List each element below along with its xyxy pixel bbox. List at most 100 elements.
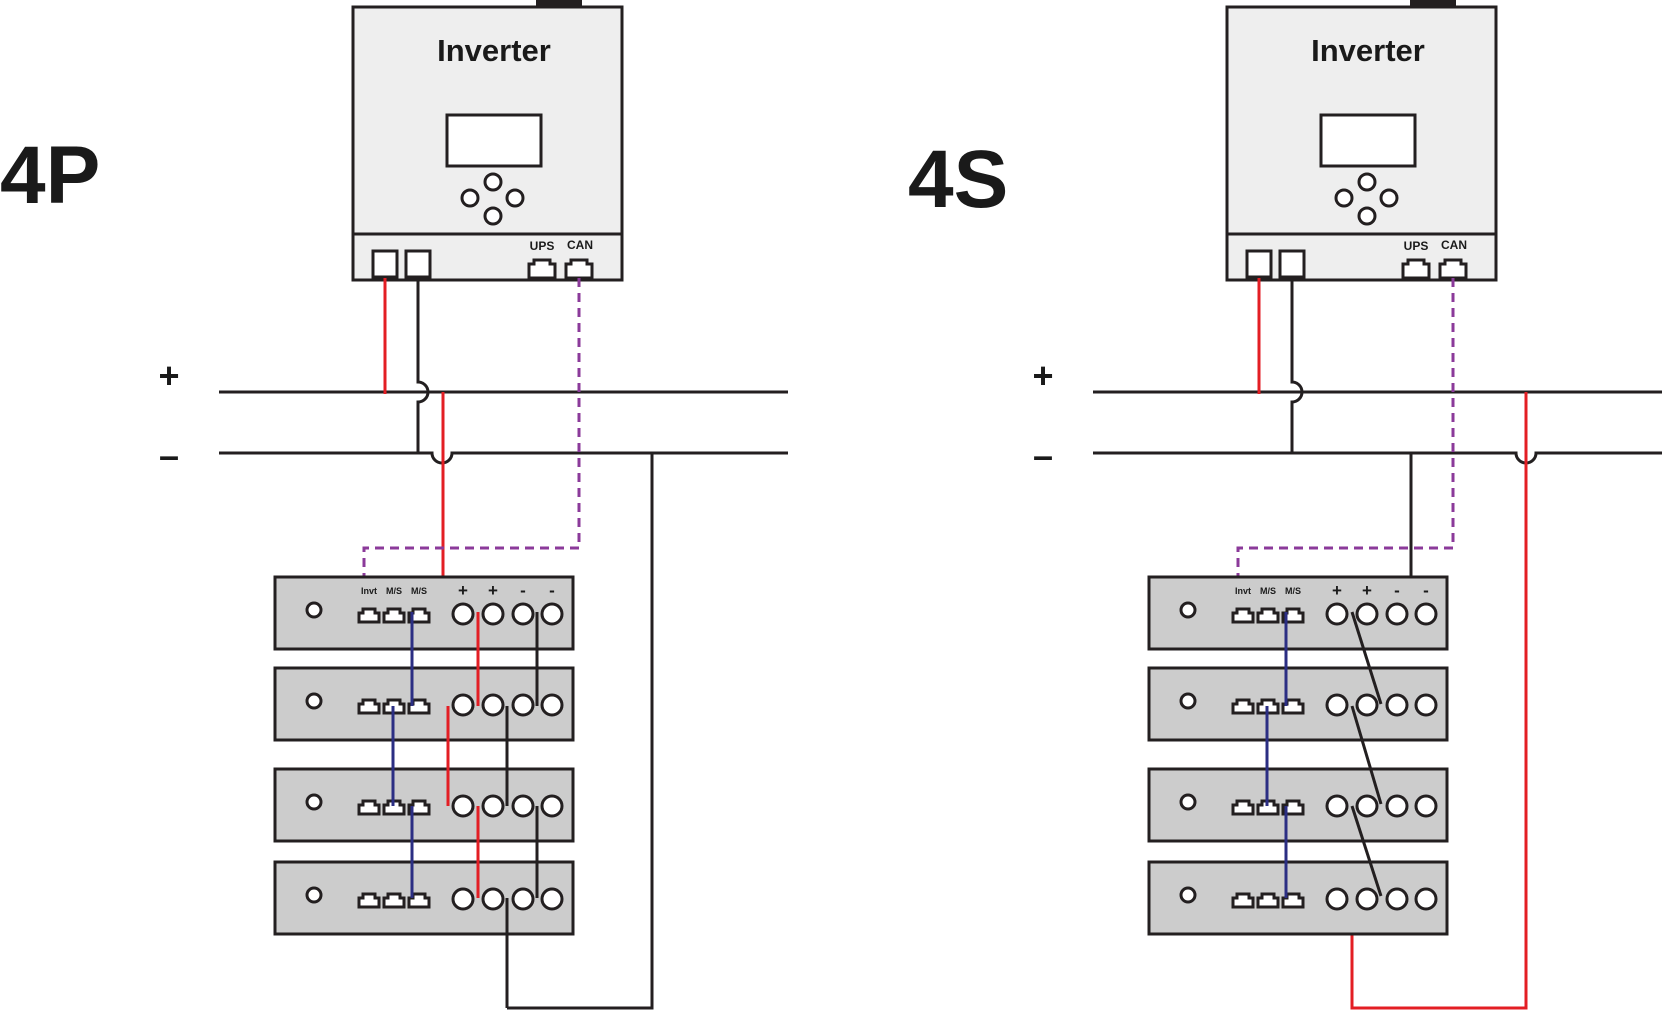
invt-port-icon [357,698,381,715]
ms-port-label: M/S [1285,586,1301,596]
positive-terminal [1325,602,1349,626]
inverter-terminal-negative [1278,249,1306,279]
inverter: Inverter UPS CAN [1225,0,1498,282]
ups-port-icon [1401,258,1431,280]
negative-terminal [511,693,535,717]
negative-terminal [540,602,564,626]
ms-port-icon [407,799,431,816]
invt-port-icon [1231,892,1255,909]
inverter-top-connector [536,0,582,7]
ms-port-label: M/S [411,586,427,596]
negative-terminal [1414,794,1438,818]
terminal-minus-label: - [549,581,555,600]
ms-port-icon [1281,698,1305,715]
invt-port-icon [357,892,381,909]
ms-port-icon [382,892,406,909]
invt-port-icon [357,799,381,816]
terminal-plus-label: + [488,581,498,600]
inverter-negative-wire [416,278,430,453]
terminal-plus-label: + [1362,581,1372,600]
diagram-4s: 4S Inverter UPS CAN + – [908,0,1662,1010]
inverter-terminal-positive [371,249,399,279]
terminal-plus-label: + [458,581,468,600]
inverter-terminal-negative [404,249,432,279]
positive-terminal [1355,693,1379,717]
invt-port-icon [1231,607,1255,624]
power-button-icon [1179,692,1197,710]
bus-minus-label: – [1033,435,1053,476]
battery-module [1147,767,1449,843]
inverter-buttons [1334,172,1399,226]
positive-terminal [1325,693,1349,717]
power-button-icon [305,601,323,619]
ms-port-icon [1281,892,1305,909]
power-button-icon [1179,886,1197,904]
invt-port-label: Invt [361,586,377,596]
diagram-title: 4S [908,134,1008,225]
can-port-label: CAN [1441,238,1467,252]
inverter-display [445,113,543,168]
inverter-top-connector [1410,0,1456,7]
negative-terminal [511,794,535,818]
battery-module [273,860,575,936]
positive-terminal [1355,794,1379,818]
ms-port-icon [382,799,406,816]
positive-terminal [1355,602,1379,626]
ms-port-icon [1256,799,1280,816]
positive-terminal [1325,887,1349,911]
negative-terminal [511,602,535,626]
inverter-label: Inverter [437,33,551,68]
dc-bus [1093,390,1662,465]
bus-plus-label: + [158,355,179,396]
terminal-minus-label: - [520,581,526,600]
ups-port-label: UPS [530,239,555,253]
ms-port-icon [407,698,431,715]
positive-terminal [1325,794,1349,818]
power-button-icon [305,793,323,811]
parallel-links [391,612,539,1008]
battery-module [273,666,575,742]
inverter-terminal-positive [1245,249,1273,279]
ms-port-icon [382,607,406,624]
battery-positive-return [1350,392,1528,1010]
invt-port-icon [357,607,381,624]
can-port-icon [564,258,594,280]
positive-terminal [481,794,505,818]
inverter-buttons [460,172,525,226]
invt-port-icon [1231,799,1255,816]
diagram-4p: 4P Inverter UPS CAN + – [0,0,788,1010]
can-communication-wire [362,278,581,604]
power-button-icon [1179,793,1197,811]
ups-port-icon [527,258,557,280]
positive-terminal [451,602,475,626]
ms-port-icon [1256,607,1280,624]
ms-port-icon [1256,892,1280,909]
battery-module [1147,666,1449,742]
negative-terminal [540,887,564,911]
battery-module [273,767,575,843]
inverter-label: Inverter [1311,33,1425,68]
inverter-negative-wire [1290,278,1304,453]
negative-terminal [1414,887,1438,911]
inverter-display [1319,113,1417,168]
positive-terminal [451,887,475,911]
positive-terminal [481,693,505,717]
negative-terminal [1414,693,1438,717]
power-button-icon [1179,601,1197,619]
positive-terminal [451,693,475,717]
negative-terminal [540,693,564,717]
positive-terminal [1355,887,1379,911]
invt-port-label: Invt [1235,586,1251,596]
can-communication-wire [1236,278,1455,604]
ups-port-label: UPS [1404,239,1429,253]
inverter: Inverter UPS CAN [351,0,624,282]
diagram-title: 4P [0,130,100,221]
negative-terminal [1385,887,1409,911]
negative-terminal [1414,602,1438,626]
power-button-icon [305,886,323,904]
negative-terminal [540,794,564,818]
can-port-label: CAN [567,238,593,252]
battery-negative-return [507,453,654,1010]
